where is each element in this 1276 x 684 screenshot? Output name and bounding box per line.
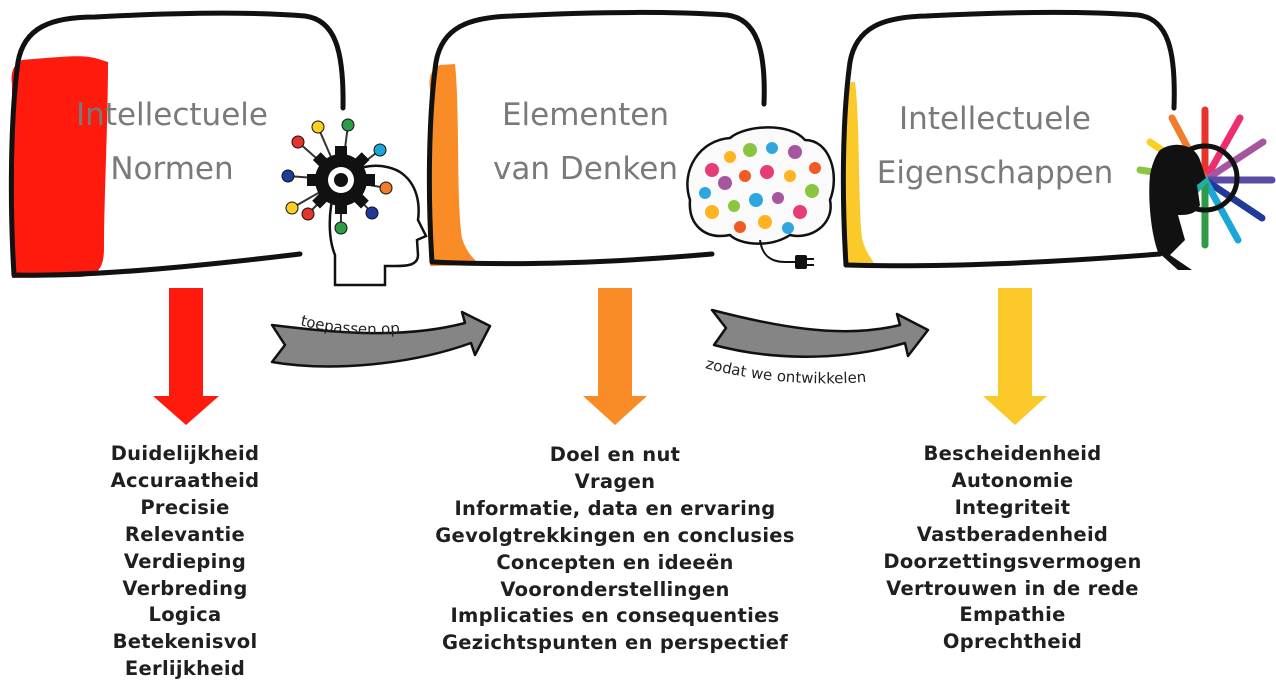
box-intellectuele-normen	[8, 10, 346, 278]
title-elementen-van-denken: Elementen van Denken	[478, 88, 693, 196]
colorful-brain-icon	[686, 126, 835, 269]
connector-arrow-2	[710, 308, 930, 358]
rainbow-arrows-head-icon	[1136, 106, 1276, 270]
list-item: Betekenisvol	[112, 630, 258, 654]
list-item: Gevolgtrekkingen en conclusies	[435, 523, 795, 547]
list-item: Bescheidenheid	[923, 442, 1102, 465]
list-item: Concepten en ideeën	[496, 550, 734, 574]
title-line-2: van Denken	[492, 151, 678, 187]
title-line-1: Intellectuele	[76, 97, 268, 133]
list-item: Duidelijkheid	[110, 442, 260, 465]
title-intellectuele-eigenschappen: Intellectuele Eigenschappen	[870, 92, 1120, 200]
list-item: Vertrouwen in de rede	[886, 576, 1139, 600]
box-accent-red	[11, 56, 108, 278]
list-item: Doel en nut	[549, 443, 681, 466]
list-item: Vragen	[574, 469, 656, 493]
list-intellectuele-normen: Duidelijkheid Accuraatheid Precisie Rele…	[60, 441, 310, 683]
down-arrow-orange	[583, 288, 647, 425]
connector-arrow-1	[270, 310, 492, 368]
list-item: Eerlijkheid	[124, 657, 246, 681]
list-item: Verdieping	[123, 549, 247, 573]
title-line-1: Elementen	[501, 97, 670, 133]
down-arrow-red	[153, 288, 219, 425]
list-item: Vooronderstellingen	[500, 577, 730, 601]
box-elementen-van-denken	[426, 9, 767, 267]
box-accent-yellow	[845, 82, 875, 266]
list-item: Oprechtheid	[942, 630, 1083, 654]
list-item: Integriteit	[954, 495, 1071, 519]
list-item: Accuraatheid	[110, 468, 260, 492]
list-item: Doorzettingsvermogen	[883, 549, 1142, 573]
box-intellectuele-eigenschappen	[840, 9, 1177, 269]
title-line-2: Eigenschappen	[876, 155, 1114, 191]
list-item: Empathie	[959, 603, 1066, 627]
title-line-1: Intellectuele	[899, 101, 1091, 137]
list-item: Verbreding	[122, 576, 248, 600]
title-intellectuele-normen: Intellectuele Normen	[62, 88, 282, 196]
down-arrow-yellow	[983, 288, 1047, 425]
box-accent-orange	[429, 64, 479, 266]
list-item: Autonomie	[951, 468, 1074, 492]
list-intellectuele-eigenschappen: Bescheidenheid Autonomie Integriteit Vas…	[860, 441, 1165, 656]
list-item: Logica	[148, 603, 222, 627]
list-item: Gezichtspunten en perspectief	[441, 631, 789, 655]
list-item: Precisie	[140, 495, 230, 519]
list-item: Informatie, data en ervaring	[454, 496, 776, 520]
list-item: Relevantie	[124, 522, 246, 546]
list-item: Implicaties en consequenties	[450, 604, 780, 628]
title-line-2: Normen	[110, 151, 234, 187]
list-elementen-van-denken: Doel en nut Vragen Informatie, data en e…	[405, 442, 825, 657]
connector-label-2: zodat we ontwikkelen	[704, 354, 867, 387]
list-item: Vastberadenheid	[916, 522, 1109, 546]
gear-head-icon	[281, 118, 428, 287]
